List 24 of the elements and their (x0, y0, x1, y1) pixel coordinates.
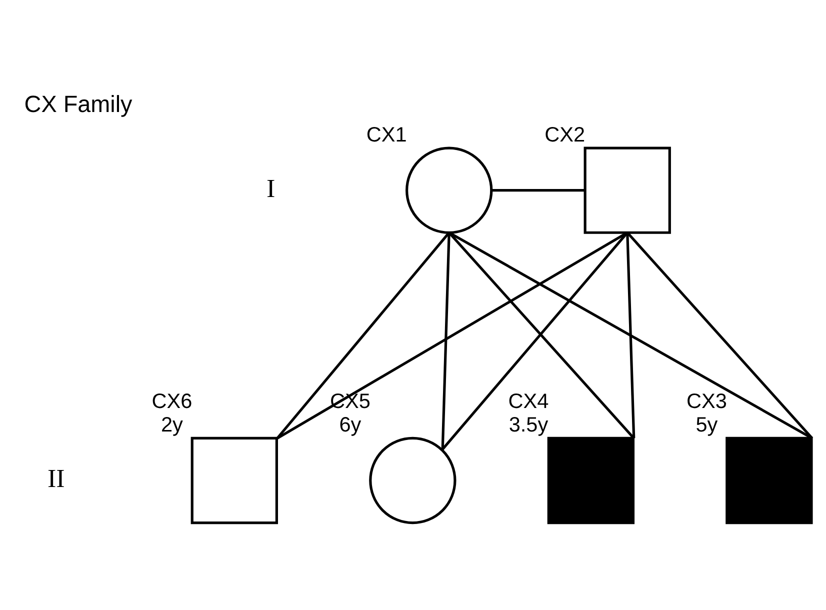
node-circle (406, 146, 493, 234)
node-label: CX6 (152, 390, 192, 413)
connector (626, 232, 636, 438)
node-box (726, 436, 813, 524)
connector (448, 231, 813, 439)
node-label: 5y (696, 412, 718, 436)
node-label: 2y (160, 412, 183, 436)
label: II (47, 464, 65, 493)
node-label: CX2 (544, 122, 586, 146)
connector (491, 188, 586, 192)
node-label: 3.5y (508, 412, 548, 436)
label: I (266, 173, 276, 202)
node-label: 6y (339, 412, 362, 436)
node-label: CX4 (508, 390, 549, 413)
connector (276, 231, 450, 439)
diagram-title: CX Family (24, 90, 132, 117)
node-box (584, 146, 671, 234)
node-label: CX3 (686, 390, 727, 413)
connector (441, 232, 450, 449)
node-label: CX1 (366, 122, 407, 146)
node-circle (369, 436, 456, 524)
node-box (190, 436, 278, 524)
connector (626, 231, 814, 439)
node-box (547, 436, 635, 524)
